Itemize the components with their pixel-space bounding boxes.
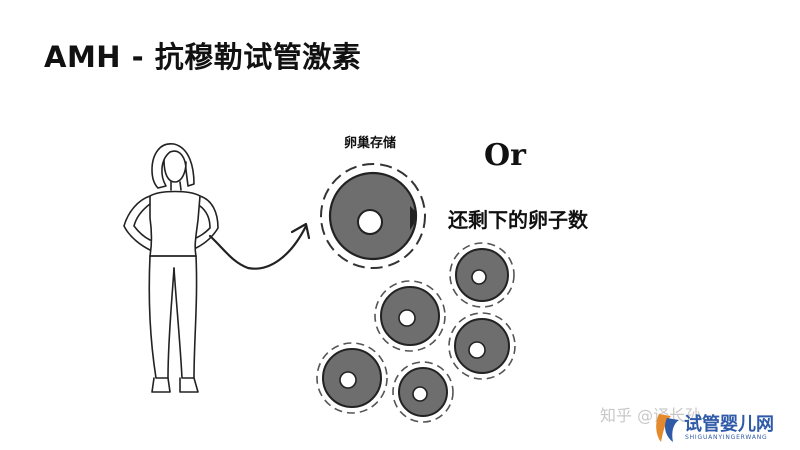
brand-name: 试管婴儿网 bbox=[684, 414, 774, 435]
egg-cell bbox=[449, 242, 515, 308]
brand-logo-icon bbox=[656, 414, 679, 442]
slide-title: AMH - 抗穆勒试管激素 bbox=[44, 40, 362, 74]
egg-cell bbox=[392, 361, 454, 423]
egg-cell bbox=[448, 312, 516, 380]
egg-cell bbox=[316, 342, 388, 414]
egg-cell bbox=[374, 280, 446, 352]
large-egg-cell bbox=[320, 163, 426, 269]
or-label: Or bbox=[484, 138, 526, 173]
remaining-eggs-label: 还剩下的卵子数 bbox=[448, 208, 588, 232]
ovary-reserve-label: 卵巢存储 bbox=[344, 136, 397, 151]
brand-subtitle: SHIGUANYINGERWANG bbox=[685, 434, 768, 441]
woman-figure bbox=[123, 143, 311, 393]
